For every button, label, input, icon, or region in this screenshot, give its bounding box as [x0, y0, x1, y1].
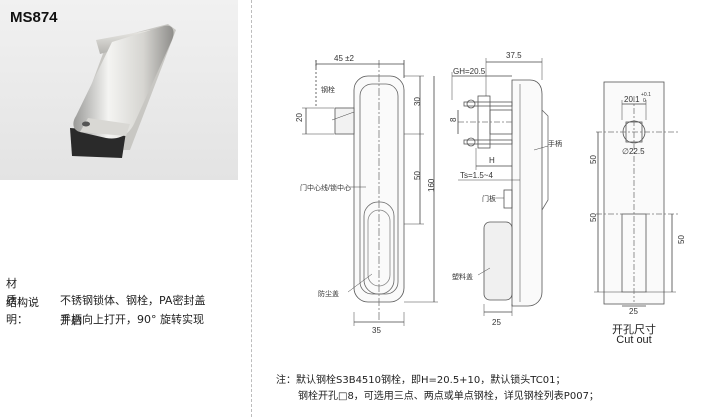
cutout-view [594, 81, 680, 307]
panel-divider [251, 0, 252, 417]
dim-37-5: 37.5 [506, 51, 522, 60]
structure-value-line1: 手柄向上打开，90° 旋转实现 [60, 313, 204, 326]
dim-tolerance-plus: +0.1 [641, 92, 651, 98]
product-photo: MS874 [0, 0, 238, 180]
dim-diameter: ∅22.5 [622, 147, 645, 156]
dim-35: 35 [372, 326, 381, 335]
material-label: 材 质： [6, 277, 39, 307]
structure-row-continued: 开启 [60, 312, 82, 329]
structure-row: 结构说明： 手柄向上打开，90° 旋转实现 [6, 294, 204, 328]
model-title: MS874 [10, 9, 58, 26]
structure-value-line2: 开启 [60, 314, 82, 327]
dim-gh: GH=20.5 [453, 67, 486, 76]
dim-20-1: 20.1 [624, 95, 640, 104]
side-view-labels: 37.5 GH=20.5 8 H Ts=1.5~4 25 手柄 门板 塑料盖 [449, 51, 562, 327]
dim-50-mid: 50 [589, 213, 598, 222]
dim-25-cutout: 25 [629, 307, 638, 316]
dim-25-side: 25 [492, 318, 501, 327]
technical-drawing: 45 ±2 20 30 50 160 35 钢栓 门中心线/锁中心 防尘盖 [295, 51, 686, 335]
dim-160: 160 [427, 178, 436, 192]
dim-45: 45 ±2 [334, 54, 355, 63]
front-view [302, 60, 438, 326]
label-dust-cover: 防尘盖 [318, 289, 339, 298]
structure-label: 结构说明： [6, 296, 39, 326]
dim-20: 20 [295, 113, 304, 122]
lock-photo-illustration [70, 24, 176, 158]
note-line-2: 钢栓开孔□8，可选用三点、两点或单点钢栓，详见钢栓列表P007； [298, 391, 599, 402]
side-view [451, 58, 549, 316]
label-bolt: 钢栓 [321, 85, 335, 94]
dim-50-right: 50 [677, 235, 686, 244]
dim-h: H [489, 156, 495, 165]
dim-50: 50 [413, 171, 422, 180]
front-view-labels: 45 ±2 20 30 50 160 35 钢栓 门中心线/锁中心 防尘盖 [295, 54, 436, 335]
dim-ts: Ts=1.5~4 [460, 171, 493, 180]
label-door-center: 门中心线/锁中心 [300, 183, 351, 192]
cutout-title-cn: 开孔尺寸 [612, 323, 656, 336]
dim-50-upper: 50 [589, 155, 598, 164]
product-panel: MS874 材 质： 不锈钢锁体、钢栓，PA密封盖 结构说明： 手柄向上打开，90°… [0, 0, 238, 417]
cutout-title-en: Cut out [616, 334, 652, 346]
dim-8: 8 [449, 117, 458, 122]
material-value: 不锈钢锁体、钢栓，PA密封盖 [60, 294, 206, 307]
label-handle: 手柄 [548, 139, 562, 148]
material-row: 材 质： 不锈钢锁体、钢栓，PA密封盖 [6, 275, 205, 309]
label-door-panel: 门板 [482, 194, 496, 203]
note-line-1: 注：默认钢栓S3B4510钢栓，即H=20.5+10，默认锁头TC01； [276, 375, 566, 386]
dim-30: 30 [413, 97, 422, 106]
label-plastic-cover: 塑料盖 [452, 272, 473, 281]
dim-tolerance-zero: 0 [643, 98, 646, 104]
cutout-labels: 20.1 +0.1 0 ∅22.5 50 50 50 25 [589, 92, 686, 316]
